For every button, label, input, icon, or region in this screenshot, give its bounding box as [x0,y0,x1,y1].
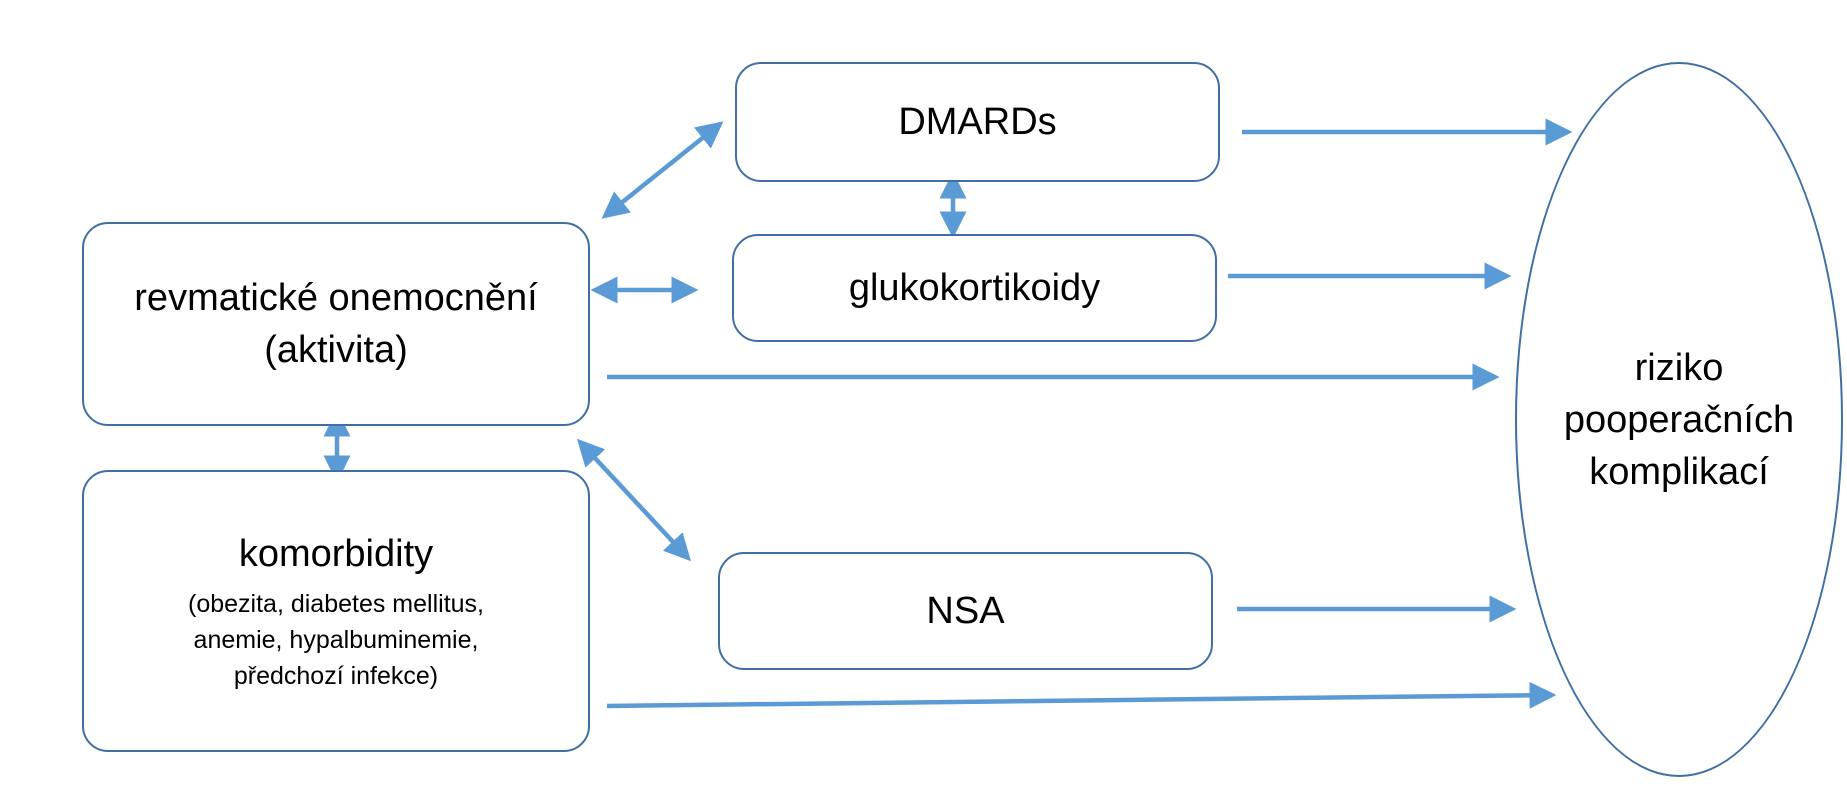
node-riziko-komplikaci: riziko pooperačních komplikací [1515,62,1843,777]
node-komorbidity-detail1: (obezita, diabetes mellitus, [188,590,484,618]
node-komorbidity: komorbidity (obezita, diabetes mellitus,… [82,470,590,752]
node-glukokortikoidy-label: glukokortikoidy [848,267,1101,309]
arrow-revma-dmards [601,121,724,219]
node-komorbidity-detail3: předchozí infekce) [233,662,439,690]
node-riziko-line3: komplikací [1589,450,1769,493]
node-glukokortikoidy: glukokortikoidy [732,234,1217,342]
node-dmards: DMARDs [735,62,1220,182]
node-riziko-line2: pooperačních [1563,398,1795,441]
node-revmaticke-line1: revmatické onemocnění [134,277,538,319]
node-revmaticke-onemocneni: revmatické onemocnění (aktivita) [82,222,590,426]
arrow-revma-nsa [576,438,692,562]
node-dmards-label: DMARDs [898,101,1057,143]
node-komorbidity-title: komorbidity [238,533,434,575]
node-riziko-line1: riziko [1634,346,1724,389]
node-nsa: NSA [718,552,1213,670]
node-komorbidity-detail2: anemie, hypalbuminemie, [193,626,479,654]
node-revmaticke-line2: (aktivita) [264,329,408,371]
node-nsa-label: NSA [926,590,1005,632]
arrow-komor-riziko [606,681,1557,709]
